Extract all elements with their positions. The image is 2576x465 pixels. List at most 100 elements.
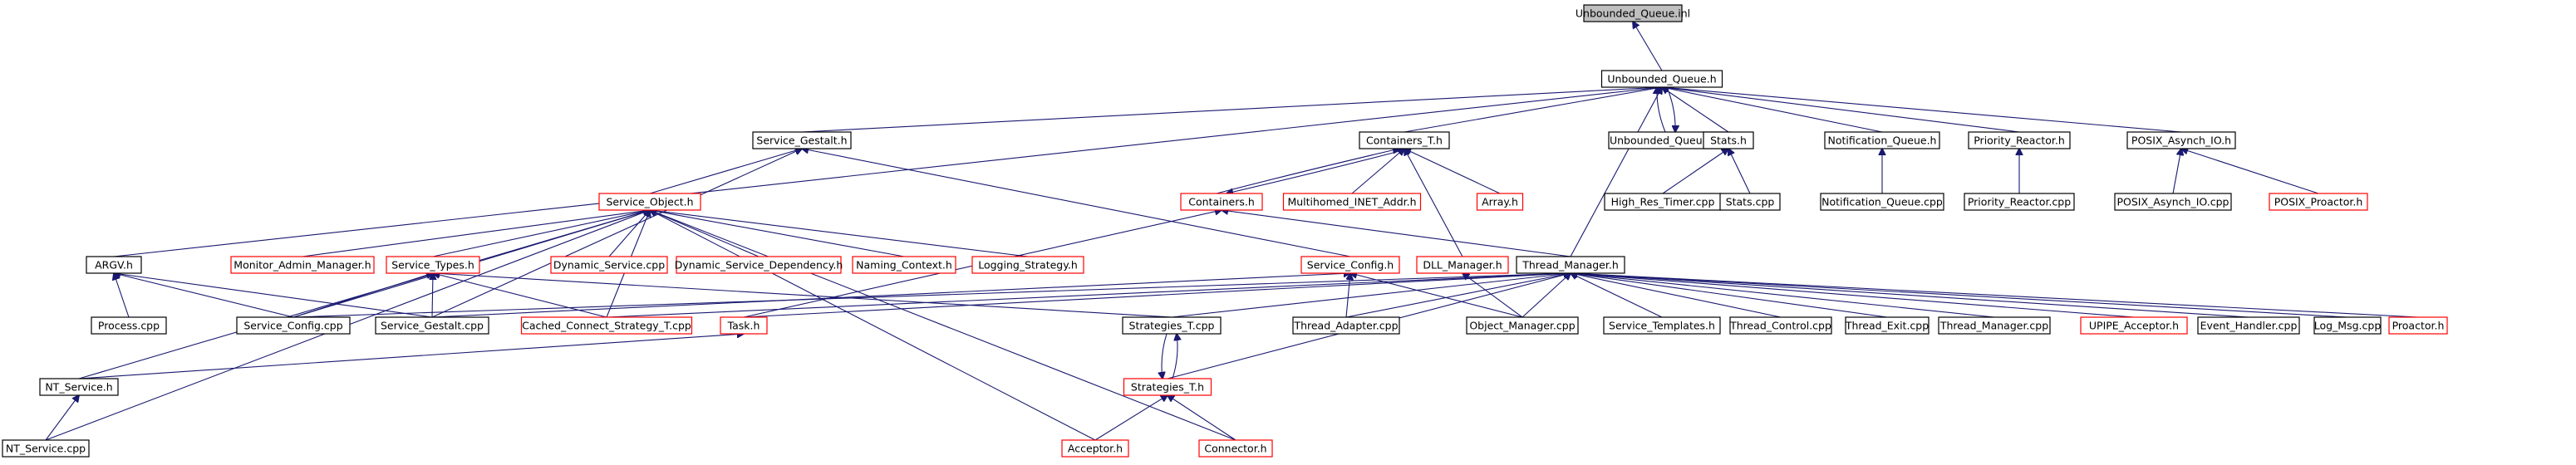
node-label: Notification_Queue.h — [1828, 135, 1937, 147]
edge-thread_manager_h-to-uq_h — [1570, 87, 1662, 257]
node-label: Stats.cpp — [1726, 196, 1775, 208]
node-uq-h[interactable]: Unbounded_Queue.h — [1600, 70, 1723, 88]
node-box — [2269, 193, 2368, 211]
node-box — [676, 256, 842, 274]
node-uq-cpp[interactable]: Unbounded_Queue.cpp — [1608, 131, 1733, 149]
node-label: Dynamic_Service_Dependency.h — [675, 259, 843, 272]
node-box — [375, 316, 489, 335]
edge-service_config_cpp-to-thread_manager_h — [293, 273, 1571, 318]
edge-process_cpp-to-argv_h — [114, 273, 130, 318]
node-dll-manager-h[interactable]: DLL_Manager.h — [1416, 256, 1509, 274]
node-label: Strategies_T.cpp — [1129, 320, 1215, 332]
node-label: Stats.h — [1710, 135, 1747, 147]
node-label: Priority_Reactor.cpp — [1968, 196, 2071, 208]
node-connector-h[interactable]: Connector.h — [1198, 439, 1273, 458]
node-label: POSIX_Proactor.h — [2274, 196, 2363, 208]
node-acceptor-h[interactable]: Acceptor.h — [1061, 439, 1129, 458]
node-box — [1964, 193, 2075, 211]
node-label: Thread_Manager.h — [1522, 259, 1619, 272]
node-process-cpp[interactable]: Process.cpp — [91, 316, 167, 335]
node-box — [1600, 70, 1723, 88]
node-nt-service-h[interactable]: NT_Service.h — [39, 378, 119, 396]
node-logging-strategy-h[interactable]: Logging_Strategy.h — [971, 256, 1084, 274]
node-service-config-h[interactable]: Service_Config.h — [1300, 256, 1400, 274]
edge-acceptor_h-to-strategies_t_h — [1094, 395, 1168, 441]
node-stats-h[interactable]: Stats.h — [1703, 131, 1754, 149]
node-thread-adapter-cpp[interactable]: Thread_Adapter.cpp — [1292, 316, 1400, 335]
edge-service_config_cpp-to-argv_h — [114, 273, 294, 318]
node-service-templates-h[interactable]: Service_Templates.h — [1603, 316, 1721, 335]
node-containers-h[interactable]: Containers.h — [1180, 193, 1263, 211]
edge-service_gestalt_cpp-to-service_config_h — [431, 273, 1350, 318]
node-service-gestalt-cpp[interactable]: Service_Gestalt.cpp — [375, 316, 489, 335]
node-thread-exit-cpp[interactable]: Thread_Exit.cpp — [1845, 316, 1930, 335]
node-array-h[interactable]: Array.h — [1476, 193, 1524, 211]
node-box — [1824, 131, 1940, 149]
node-notif-queue-h[interactable]: Notification_Queue.h — [1824, 131, 1940, 149]
node-posix-asynch-io-cpp[interactable]: POSIX_Asynch_IO.cpp — [2114, 193, 2232, 211]
node-service-types-h[interactable]: Service_Types.h — [386, 256, 480, 274]
node-proactor-h[interactable]: Proactor.h — [2388, 316, 2448, 335]
edge-stats_cpp-to-stats_h — [1728, 149, 1751, 194]
node-dyn-svc-dep-h[interactable]: Dynamic_Service_Dependency.h — [675, 256, 843, 274]
node-label: Task.h — [727, 320, 760, 332]
node-label: Priority_Reactor.h — [1974, 135, 2065, 147]
node-label: Notification_Queue.cpp — [1821, 196, 1943, 208]
node-event-handler-cpp[interactable]: Event_Handler.cpp — [2197, 316, 2300, 335]
node-service-gestalt-h[interactable]: Service_Gestalt.h — [752, 131, 852, 149]
node-task-h[interactable]: Task.h — [720, 316, 768, 335]
edge-strategies_t_cpp-to-strategies_t_h — [1162, 333, 1168, 379]
node-uq-inl[interactable]: Unbounded_Queue.inl — [1576, 4, 1690, 22]
edge-service_types_h-to-service_object_h — [432, 210, 650, 257]
node-label: Containers_T.h — [1366, 135, 1443, 147]
node-monitor-admin-h[interactable]: Monitor_Admin_Manager.h — [230, 256, 375, 274]
node-label: NT_Service.h — [45, 381, 112, 394]
node-priority-reactor-cpp[interactable]: Priority_Reactor.cpp — [1964, 193, 2075, 211]
edge-service_gestalt_h-to-uq_h — [801, 87, 1662, 133]
node-label: Logging_Strategy.h — [978, 259, 1078, 272]
node-object-manager-cpp[interactable]: Object_Manager.cpp — [1466, 316, 1579, 335]
node-thread-manager-h[interactable]: Thread_Manager.h — [1516, 256, 1625, 274]
node-label: UPIPE_Acceptor.h — [2089, 320, 2179, 332]
node-upipe-acceptor-h[interactable]: UPIPE_Acceptor.h — [2080, 316, 2188, 335]
node-thread-control-cpp[interactable]: Thread_Control.cpp — [1729, 316, 1832, 335]
node-naming-context-h[interactable]: Naming_Context.h — [852, 256, 956, 274]
node-containers-t-h[interactable]: Containers_T.h — [1359, 131, 1450, 149]
edge-service_gestalt_cpp-to-service_gestalt_h — [431, 149, 802, 318]
node-strategies-t-h[interactable]: Strategies_T.h — [1123, 378, 1212, 396]
edge-proactor_h-to-thread_manager_h — [1571, 273, 2419, 318]
node-posix-proactor-h[interactable]: POSIX_Proactor.h — [2269, 193, 2368, 211]
node-label: Service_Config.h — [1307, 259, 1394, 272]
node-box — [1938, 316, 2051, 335]
node-high-res-timer-cpp[interactable]: High_Res_Timer.cpp — [1604, 193, 1722, 211]
edge-strategies_t_h-to-strategies_t_cpp — [1172, 334, 1177, 379]
node-multihomed-h[interactable]: Multihomed_INET_Addr.h — [1282, 193, 1422, 211]
edge-object_manager_cpp-to-service_config_h — [1350, 273, 1523, 318]
node-nt-service-cpp[interactable]: NT_Service.cpp — [2, 439, 90, 458]
edge-multihomed_h-to-containers_t_h — [1351, 149, 1404, 194]
node-box — [2197, 316, 2300, 335]
edge-naming_context_h-to-service_object_h — [650, 210, 905, 257]
node-cached-connect-h[interactable]: Cached_Connect_Strategy_T.cpp — [520, 316, 693, 335]
node-stats-cpp[interactable]: Stats.cpp — [1719, 193, 1781, 211]
node-thread-manager-cpp[interactable]: Thread_Manager.cpp — [1938, 316, 2051, 335]
edge-service_config_h-to-service_gestalt_h — [802, 149, 1351, 257]
node-label: Event_Handler.cpp — [2200, 320, 2298, 332]
node-notif-queue-cpp[interactable]: Notification_Queue.cpp — [1820, 193, 1944, 211]
node-service-config-cpp[interactable]: Service_Config.cpp — [236, 316, 351, 335]
node-box — [1061, 439, 1129, 458]
node-strategies-t-cpp[interactable]: Strategies_T.cpp — [1122, 316, 1222, 335]
node-service-object-h[interactable]: Service_Object.h — [598, 193, 701, 211]
edge-connector_h-to-strategies_t_h — [1168, 395, 1236, 441]
node-dynamic-service-cpp[interactable]: Dynamic_Service.cpp — [550, 256, 668, 274]
node-argv-h[interactable]: ARGV.h — [86, 256, 142, 274]
node-label: Service_Gestalt.h — [756, 135, 847, 147]
node-box — [752, 131, 852, 149]
node-box — [1416, 256, 1509, 274]
edge-connector_h-to-service_object_h — [650, 210, 1236, 441]
edge-service_config_cpp-to-service_types_h — [293, 273, 433, 318]
node-log-msg-cpp[interactable]: Log_Msg.cpp — [2313, 316, 2382, 335]
node-posix-asynch-io-h[interactable]: POSIX_Asynch_IO.h — [2126, 131, 2236, 149]
node-priority-reactor-h[interactable]: Priority_Reactor.h — [1968, 131, 2071, 149]
node-box — [1282, 193, 1422, 211]
